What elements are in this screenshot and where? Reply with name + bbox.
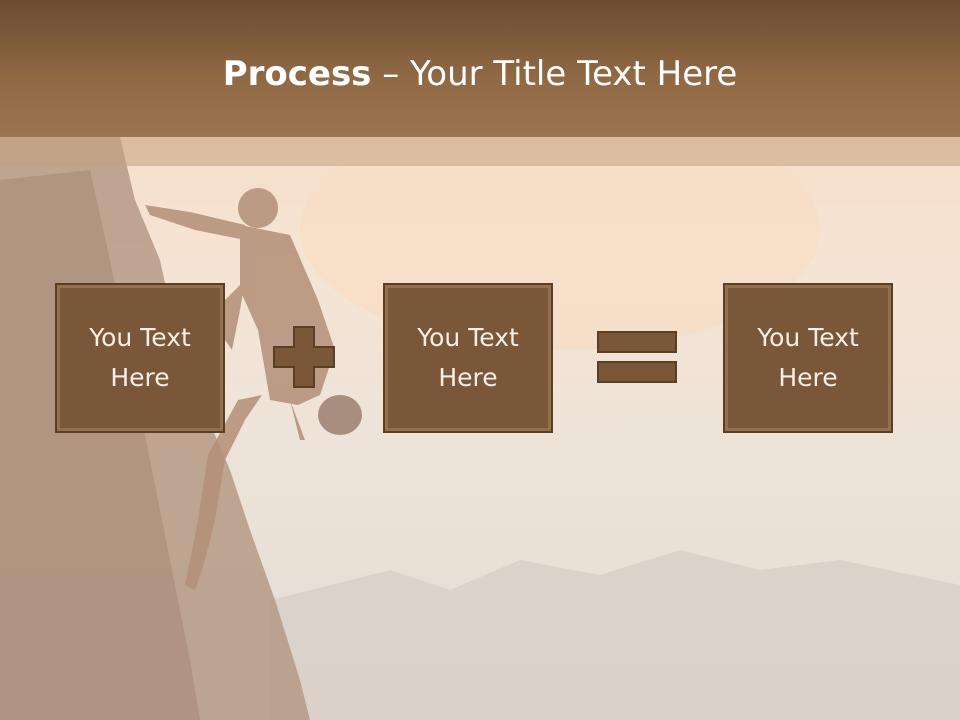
plus-icon	[273, 326, 335, 388]
title-rest-text: – Your Title Text Here	[371, 54, 738, 94]
process-box-2-text: You Text Here	[417, 323, 519, 392]
header-accent-band	[0, 137, 960, 166]
process-box-1-text: You Text Here	[89, 323, 191, 392]
process-box-3-text: You Text Here	[757, 323, 859, 392]
process-box-2[interactable]: You Text Here	[383, 283, 553, 433]
slide-title[interactable]: Process – Your Title Text Here	[0, 52, 960, 96]
process-box-3[interactable]: You Text Here	[723, 283, 893, 433]
title-bar	[0, 0, 960, 137]
process-box-1[interactable]: You Text Here	[55, 283, 225, 433]
equals-icon	[597, 331, 677, 383]
title-bold-text: Process	[222, 54, 372, 94]
